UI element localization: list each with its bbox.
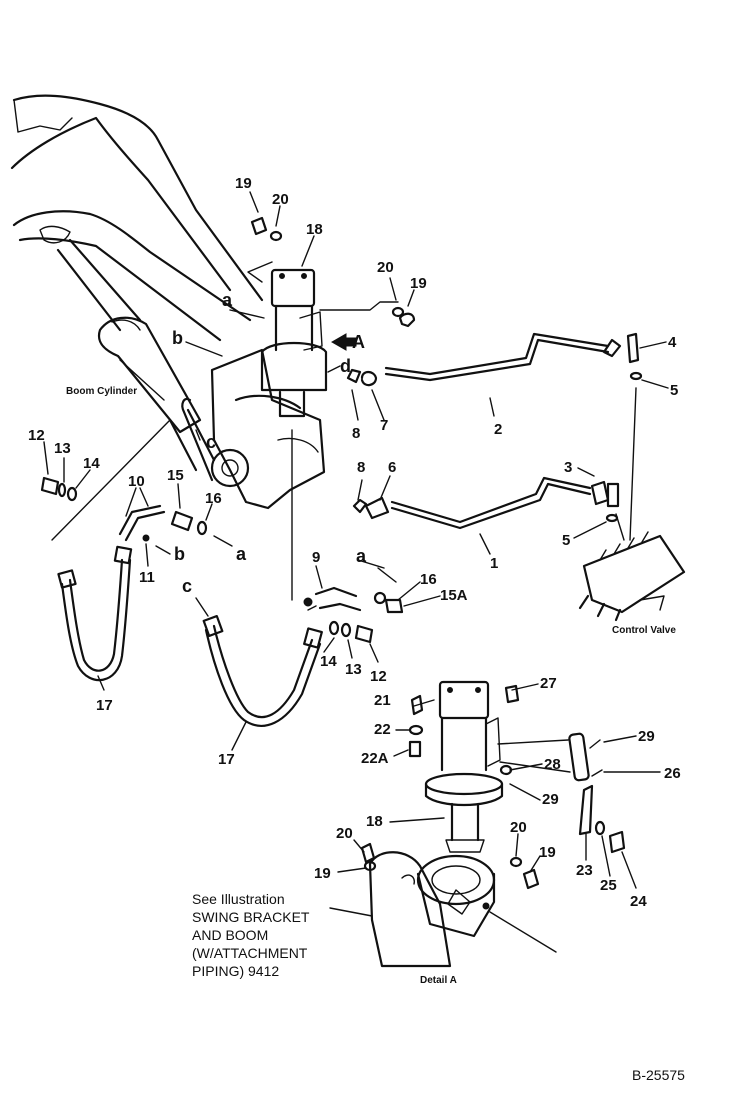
- figure-code: B-25575: [632, 1067, 685, 1083]
- callout-9: 9: [312, 549, 320, 566]
- callout-28: 28: [544, 756, 561, 773]
- fittings-left: [40, 476, 208, 542]
- letter-d-1: d: [340, 356, 351, 376]
- note-line: See Illustration: [192, 891, 285, 907]
- callout-20a: 20: [272, 191, 289, 208]
- callout-13a: 13: [54, 440, 71, 457]
- callout-5a: 5: [670, 382, 678, 399]
- leader-lines: [43, 191, 669, 889]
- callout-5b: 5: [562, 532, 570, 549]
- callout-20c: 20: [336, 825, 353, 842]
- callout-18a: 18: [306, 221, 323, 238]
- callout-27: 27: [540, 675, 557, 692]
- fittings-center: [303, 586, 404, 644]
- view-arrow-icon: [330, 333, 357, 351]
- letter-c-1: c: [206, 432, 216, 452]
- callout-3: 3: [564, 459, 572, 476]
- pipe-2: [384, 332, 610, 382]
- hose-17-left: [57, 545, 133, 682]
- fitting-4: [602, 332, 643, 381]
- callout-numbers: 1 2 3 4 5 5 6 7 8 8 9 10 11 12 12 13 13 …: [28, 175, 681, 910]
- callout-8b: 8: [357, 459, 365, 476]
- callout-10: 10: [128, 473, 145, 490]
- callout-14b: 14: [320, 653, 337, 670]
- callout-18b: 18: [366, 813, 383, 830]
- callout-29b: 29: [542, 791, 559, 808]
- callout-6: 6: [388, 459, 396, 476]
- callout-20d: 20: [510, 819, 527, 836]
- control-valve-caption: Control Valve: [612, 625, 676, 636]
- note-line: (W/ATTACHMENT: [192, 945, 308, 961]
- boom-cylinder-caption: Boom Cylinder: [66, 386, 137, 397]
- swing-bracket: [181, 348, 326, 510]
- callout-24: 24: [630, 893, 647, 910]
- view-label-a: A: [352, 332, 365, 352]
- callout-25: 25: [600, 877, 617, 894]
- callout-14a: 14: [83, 455, 100, 472]
- callout-17a: 17: [96, 697, 113, 714]
- top-fittings: [250, 216, 416, 328]
- callout-19b: 19: [410, 275, 427, 292]
- callout-7: 7: [380, 417, 388, 434]
- callout-17b: 17: [218, 751, 235, 768]
- callout-13b: 13: [345, 661, 362, 678]
- letter-a-1: a: [222, 290, 233, 310]
- note-line: AND BOOM: [192, 927, 269, 943]
- callout-29a: 29: [638, 728, 655, 745]
- callout-11: 11: [139, 569, 155, 586]
- control-valve: [578, 531, 686, 622]
- callout-12b: 12: [370, 668, 387, 685]
- valve-line: [629, 387, 637, 541]
- callout-21: 21: [374, 692, 391, 709]
- callout-1: 1: [490, 555, 498, 572]
- callout-22a: 22A: [361, 750, 389, 767]
- callout-4: 4: [668, 334, 677, 351]
- note-line: PIPING) 9412: [192, 963, 280, 979]
- see-illustration-note: See Illustration SWING BRACKET AND BOOM …: [192, 890, 309, 980]
- letter-b-2: b: [174, 544, 185, 564]
- callout-16b: 16: [420, 571, 437, 588]
- callout-12a: 12: [28, 427, 45, 444]
- callout-19c: 19: [314, 865, 331, 882]
- fittings-6-7-8: [346, 368, 390, 520]
- fitting-3: [590, 480, 620, 523]
- callout-16a: 16: [205, 490, 222, 507]
- connection-letters: a a a b b c c d A: [172, 290, 367, 596]
- boom-arm: [10, 94, 264, 342]
- callout-23: 23: [576, 862, 593, 879]
- callout-2: 2: [494, 421, 502, 438]
- callout-19a: 19: [235, 175, 252, 192]
- connection-lines: [51, 261, 399, 611]
- detail-a-caption: Detail A: [420, 975, 457, 986]
- swivel-joint-top: [260, 268, 328, 418]
- letter-a-3: a: [356, 546, 367, 566]
- hose-17-center: [202, 614, 323, 727]
- callout-20b: 20: [377, 259, 394, 276]
- callout-19d: 19: [539, 844, 556, 861]
- letter-a-2: a: [236, 544, 247, 564]
- pipe-1: [390, 476, 592, 530]
- callout-15: 15: [167, 467, 184, 484]
- callout-22: 22: [374, 721, 391, 738]
- detail-bracket: [329, 842, 557, 968]
- note-line: SWING BRACKET: [192, 909, 310, 925]
- callout-26: 26: [664, 765, 681, 782]
- detail-swivel-joint: [408, 680, 626, 854]
- callout-15a: 15A: [440, 587, 468, 604]
- letter-c-2: c: [182, 576, 192, 596]
- letter-b-1: b: [172, 328, 183, 348]
- callout-8a: 8: [352, 425, 360, 442]
